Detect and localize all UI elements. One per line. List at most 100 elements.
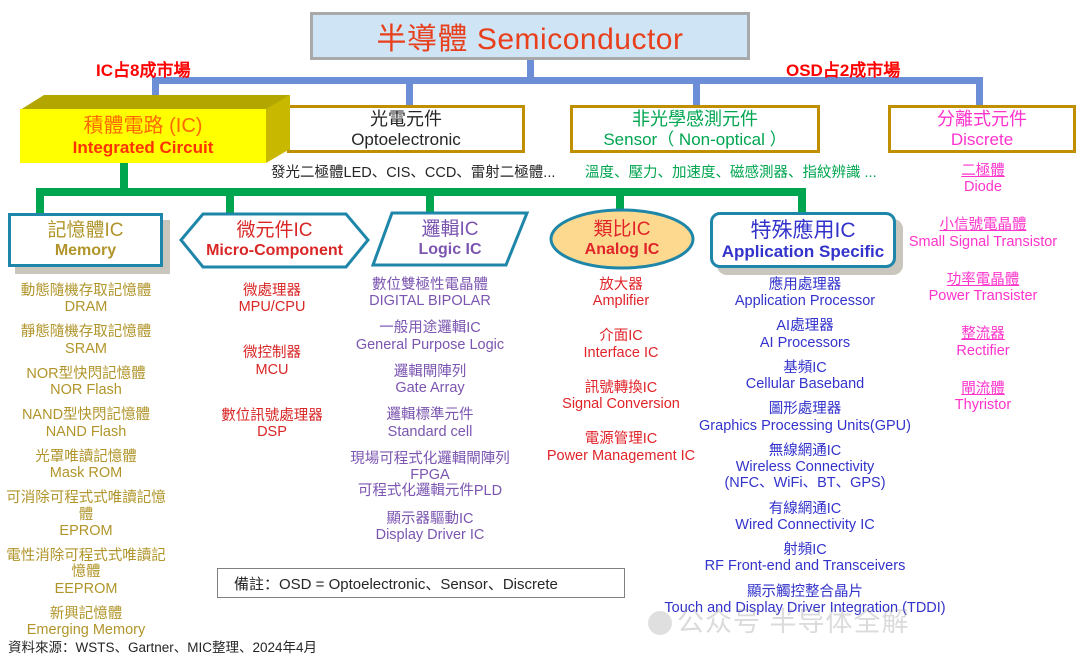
list-item-label-cn: AI處理器: [776, 318, 834, 335]
subcategory-box-micro-component[interactable]: 微元件IC Micro-Component: [178, 209, 371, 271]
list-item-label-en: Standard cell: [387, 423, 473, 440]
appspec-label-cn: 特殊應用IC: [750, 218, 856, 242]
connector-green-drop-appspec: [798, 188, 806, 214]
connector-blue-drop-ic: [152, 77, 159, 99]
connector-blue-drop-discrete: [976, 77, 983, 105]
list-item-label-en: Interface IC: [583, 344, 659, 361]
list-item-label-en: Amplifier: [592, 293, 650, 310]
list-item-label-en: DRAM: [64, 299, 108, 316]
list-item-label-cn: 閘流體: [961, 380, 1005, 397]
list-item-label-cn: 數位雙極性電晶體: [372, 277, 488, 293]
micro-component-hexagon: [179, 212, 370, 269]
list-item-label-en: DSP: [257, 424, 287, 441]
list-item-label-en: Gate Array: [395, 380, 465, 397]
list-item-label-cn: NOR型快閃記憶體: [26, 365, 146, 382]
list-item-label-cn: 訊號轉換IC: [584, 379, 658, 396]
connector-green-drop-logic: [426, 188, 434, 214]
sensor-label-cn: 非光學感測元件: [632, 108, 758, 129]
category-box-sensor[interactable]: 非光學感測元件 Sensor（ Non-optical ）: [570, 105, 820, 153]
discrete-label-en: Discrete: [950, 129, 1014, 149]
optoelectronic-label-cn: 光電元件: [370, 108, 442, 129]
category-box-discrete[interactable]: 分離式元件 Discrete: [888, 105, 1076, 153]
connector-blue-drop-opto: [406, 77, 413, 105]
list-item-label-en: DIGITAL BIPOLAR: [369, 293, 491, 310]
memory-box-outline: [8, 213, 163, 267]
list-item-label-en: Display Driver IC: [375, 526, 485, 543]
list-item-label-cn: 應用處理器: [768, 277, 842, 293]
list-item-label-en: Power Transister: [928, 288, 1038, 305]
list-item-label-cn: 基頻IC: [783, 359, 827, 376]
connector-green-drop-micro: [226, 188, 234, 214]
list-item-label-en: NOR Flash: [50, 382, 122, 399]
analog-label-en: Analog IC: [584, 240, 660, 258]
logic-ic-parallelogram: [370, 211, 530, 267]
subcategory-box-memory[interactable]: 記憶體IC Memory: [8, 213, 170, 274]
analog-label-cn: 類比IC: [593, 219, 651, 241]
list-item-label-cn: 射頻IC: [783, 542, 827, 559]
category-box-integrated-circuit[interactable]: 積體電路 (IC) Integrated Circuit: [20, 95, 290, 163]
connector-blue-bus: [152, 77, 983, 84]
connector-green-stem: [120, 163, 128, 191]
optoelectronic-label-en: Optoelectronic: [351, 129, 461, 149]
list-item-label-cn: 微控制器: [243, 345, 301, 362]
list-item-label-cn: 無線網通IC: [768, 442, 842, 459]
list-item-label-en: NAND Flash: [45, 423, 127, 440]
osd-market-share-label: OSD占2成市場: [786, 61, 901, 80]
list-item-label-cn: 顯示器驅動IC: [386, 510, 474, 527]
list-item-label-cn: 放大器: [599, 277, 643, 293]
micro-label-en: Micro-Component: [206, 241, 343, 259]
list-item-label-en: Cellular Baseband: [745, 376, 865, 393]
list-item-label-cn: 電性消除可程式式唯讀記憶體: [6, 548, 166, 581]
logic-label-cn: 邏輯IC: [421, 219, 479, 241]
list-item-label-cn: 新興記憶體: [49, 605, 123, 622]
list-item-label-cn: 顯示觸控整合晶片: [747, 583, 863, 600]
list-item-label-en: General Purpose Logic: [355, 336, 505, 353]
logic-ic-content: 邏輯IC Logic IC: [370, 209, 530, 269]
appspec-box-outline: [710, 212, 896, 268]
appspec-label-en: Application Specific: [721, 242, 885, 262]
sensor-label-en: Sensor（ Non-optical ）: [603, 129, 787, 149]
connector-blue-stem: [527, 60, 534, 81]
subcategory-box-application-specific[interactable]: 特殊應用IC Application Specific: [710, 212, 903, 275]
list-item-label-cn: 功率電晶體: [946, 271, 1020, 288]
watermark-logo-icon: [648, 611, 672, 635]
watermark-text: 公众号 半导体全解: [677, 607, 910, 637]
subcategory-box-analog-ic[interactable]: 類比IC Analog IC: [548, 207, 696, 271]
memory-label-cn: 記憶體IC: [47, 220, 124, 242]
ic-market-share-label: IC占8成市場: [96, 61, 191, 80]
category-box-optoelectronic[interactable]: 光電元件 Optoelectronic: [287, 105, 525, 153]
list-item-label-cn: 整流器: [961, 326, 1005, 343]
subcategory-box-logic-ic[interactable]: 邏輯IC Logic IC: [370, 209, 530, 269]
list-item-label-en: SRAM: [65, 340, 107, 357]
list-item-label-en: Graphics Processing Units(GPU): [699, 417, 911, 434]
optoelectronic-caption: 發光二極體LED、CIS、CCD、雷射二極體...: [271, 165, 556, 181]
